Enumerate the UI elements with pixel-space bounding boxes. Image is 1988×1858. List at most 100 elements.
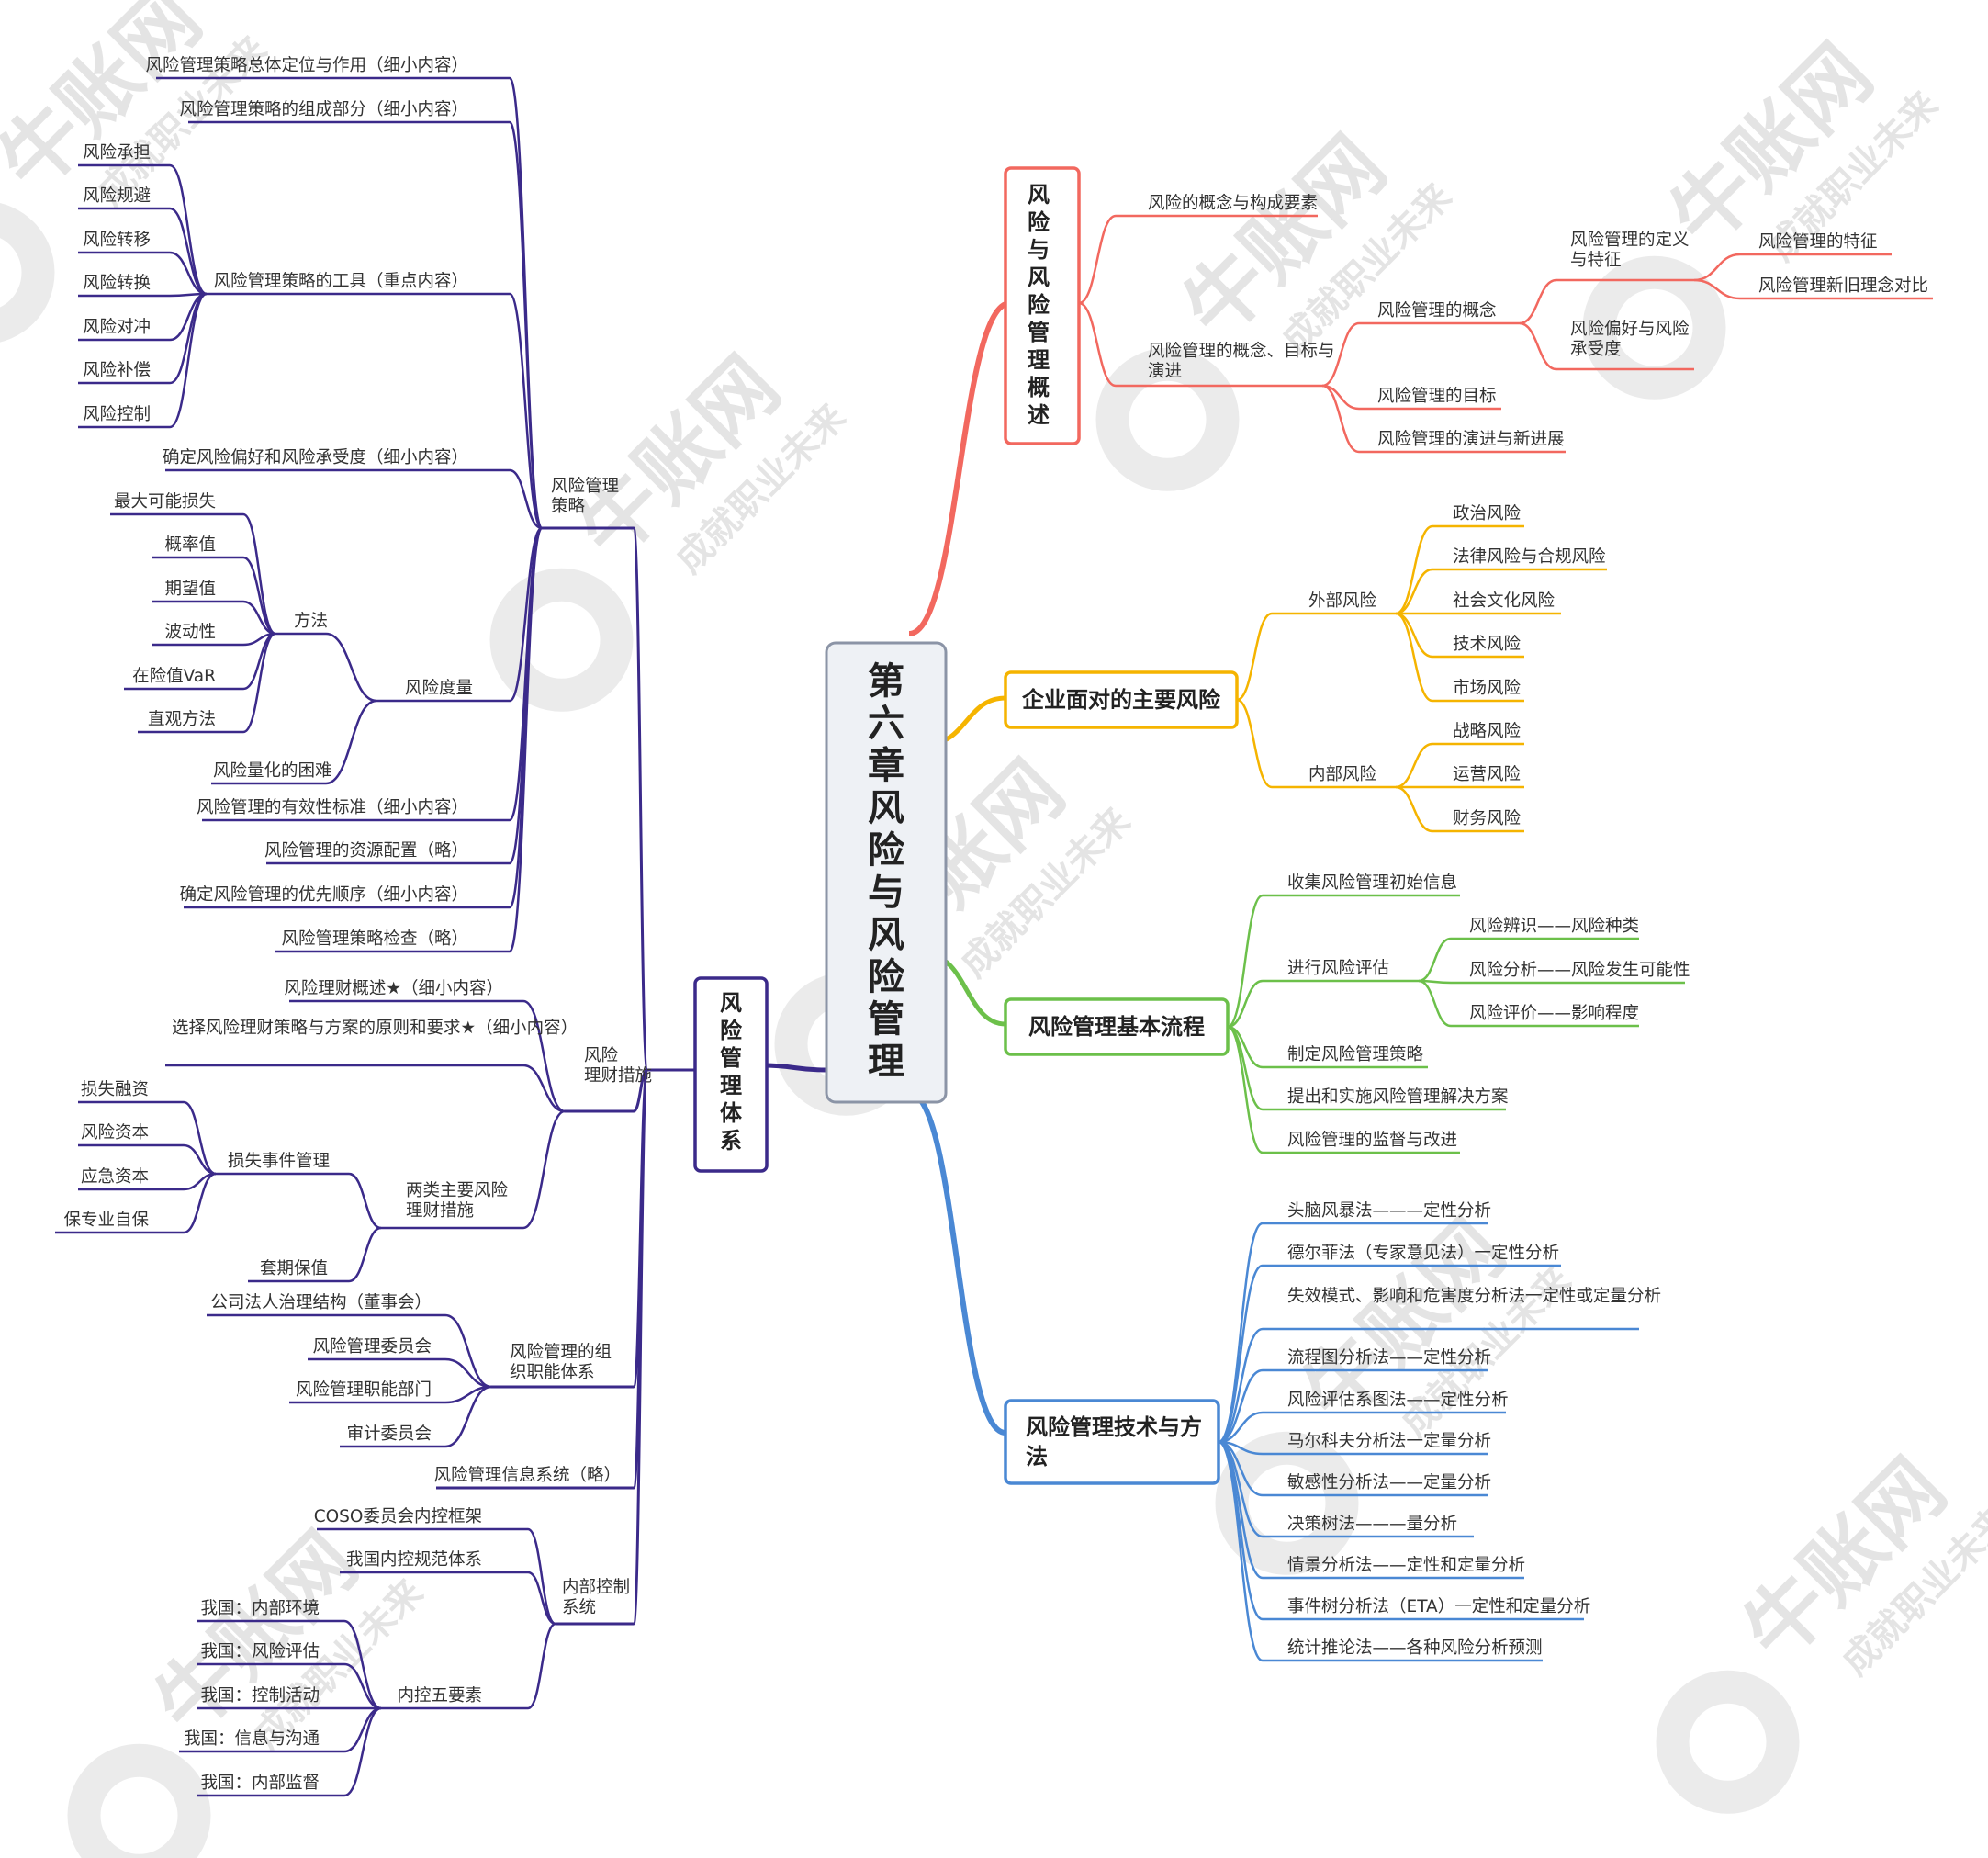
conn-strategy-item <box>509 526 543 703</box>
b3-item: 进行风险评估 <box>1287 959 1389 978</box>
conn-concept <box>1519 321 1557 371</box>
svg-text:六: 六 <box>868 703 904 745</box>
org-item: 公司法人治理结构（董事会） <box>210 1293 432 1312</box>
b3-item: 提出和实施风险管理解决方案 <box>1287 1087 1509 1107</box>
svg-text:理: 理 <box>868 1041 904 1083</box>
b3-item: 收集风险管理初始信息 <box>1287 873 1457 893</box>
svg-text:险: 险 <box>868 956 905 998</box>
conn-loss <box>348 1172 382 1230</box>
b4-label-line1: 风险管理技术与方 <box>1026 1414 1202 1440</box>
branch-red <box>908 300 1011 636</box>
conn-five <box>343 1662 382 1710</box>
b4-item: 决策树法———量分析 <box>1287 1515 1457 1534</box>
b4-item: 流程图分析法——定性分析 <box>1287 1348 1491 1368</box>
strategy-item: 风险管理策略检查（略） <box>281 929 468 949</box>
svg-text:第: 第 <box>868 660 904 703</box>
conn-loss-item <box>183 1100 217 1176</box>
control-item: 内控五要素 <box>397 1686 482 1706</box>
conn-fin-3 <box>522 1109 566 1230</box>
assess-item: 风险评价——影响程度 <box>1469 1004 1639 1023</box>
conn-external <box>1236 612 1273 702</box>
strategy-item: 风险管理策略的工具（重点内容） <box>213 272 468 291</box>
svg-text:章: 章 <box>868 745 904 787</box>
conn-strategy-item <box>508 526 544 953</box>
conn-strategy-item <box>509 468 543 530</box>
b1-item: 风险的概念与构成要素 <box>1148 193 1318 213</box>
hedge-label: 套期保值 <box>260 1259 328 1278</box>
b4-item: 敏感性分析法——定量分析 <box>1287 1473 1491 1492</box>
b4-item: 德尔菲法（专家意见法）一定性分析 <box>1287 1244 1559 1263</box>
conn-assess <box>1418 979 1452 1028</box>
root-node <box>825 641 948 1104</box>
b4-item: 情景分析法——定性和定量分析 <box>1287 1556 1525 1575</box>
svg-text:风: 风 <box>1028 182 1050 208</box>
strategy-item: 风险管理策略总体定位与作用（细小内容） <box>145 56 468 75</box>
conn-method <box>242 632 276 734</box>
conn-loss-item <box>183 1172 217 1234</box>
svg-text:概: 概 <box>1028 375 1050 400</box>
tool-item: 风险补偿 <box>83 361 151 380</box>
svg-text:险: 险 <box>1028 209 1050 235</box>
external-item: 政治风险 <box>1453 504 1522 524</box>
conn-org-item <box>444 1385 492 1448</box>
method-item: 最大可能损失 <box>114 492 216 512</box>
svg-text:管: 管 <box>1028 320 1050 345</box>
difficulty-label: 风险量化的困难 <box>213 761 332 781</box>
svg-text:风: 风 <box>720 990 742 1016</box>
b1-sub: 风险管理的概念 <box>1377 300 1497 321</box>
five-item: 我国：控制活动 <box>200 1686 320 1706</box>
conn-control <box>632 1068 649 1626</box>
svg-text:管: 管 <box>720 1045 742 1071</box>
strategy-item: 风险管理的有效性标准（细小内容） <box>197 798 468 817</box>
loss-item: 风险资本 <box>81 1123 149 1143</box>
conn-internal <box>1236 698 1273 789</box>
conn-b1-2 <box>1078 301 1117 388</box>
conn-def <box>1693 278 1741 300</box>
five-item: 我国：风险评估 <box>200 1642 320 1661</box>
b1-sub: 风险管理的目标 <box>1377 387 1497 406</box>
loss-label: 损失事件管理 <box>228 1152 330 1171</box>
svg-text:与: 与 <box>1028 237 1050 263</box>
conn-ctrl-1 <box>527 1527 556 1626</box>
conn-concept <box>1519 278 1557 325</box>
b4-item: 失效模式、影响和危害度分析法一定性或定量分析 <box>1287 1287 1661 1306</box>
conn-ctrl-3 <box>527 1622 556 1710</box>
tool-item: 风险对冲 <box>83 318 151 337</box>
conn-tool <box>169 251 208 296</box>
svg-text:险: 险 <box>1028 292 1050 318</box>
external-item: 市场风险 <box>1453 679 1522 698</box>
concept-item: 风险偏好与风险承受度 <box>1570 320 1690 359</box>
finance-item: 选择风险理财策略与方案的原则和要求★（细小内容） <box>172 1019 578 1038</box>
assess-item: 风险分析——风险发生可能性 <box>1469 961 1690 980</box>
conn-method <box>242 556 276 636</box>
svg-text:险: 险 <box>720 1018 743 1043</box>
org-item: 风险管理委员会 <box>312 1337 432 1357</box>
method-item: 波动性 <box>164 623 216 642</box>
info-label: 风险管理信息系统（略） <box>433 1466 621 1485</box>
svg-text:风: 风 <box>1028 265 1050 290</box>
internal-label: 内部风险 <box>1308 765 1377 784</box>
conn-ctrl-2 <box>527 1571 556 1626</box>
conn-int-item <box>1395 785 1433 833</box>
conn-b1-1 <box>1078 214 1117 305</box>
tool-item: 风险规避 <box>83 186 151 206</box>
conn-b3-item <box>1227 1025 1264 1154</box>
conn-ext-item <box>1395 524 1433 615</box>
conn-five <box>343 1619 382 1710</box>
concept-item: 风险管理的定义与特征 <box>1570 231 1690 270</box>
org-item: 风险管理职能部门 <box>296 1380 432 1400</box>
svg-text:风: 风 <box>868 914 904 956</box>
internal-item: 运营风险 <box>1453 765 1522 784</box>
conn-ext-item <box>1395 612 1433 659</box>
conn-b4-item <box>1218 1264 1264 1444</box>
conn-hedge <box>348 1226 382 1283</box>
svg-text:理: 理 <box>1028 347 1050 373</box>
method-item: 概率值 <box>164 535 216 555</box>
method-item: 期望值 <box>164 580 216 599</box>
conn-strategy <box>632 526 649 1072</box>
conn-org-item <box>444 1357 492 1389</box>
